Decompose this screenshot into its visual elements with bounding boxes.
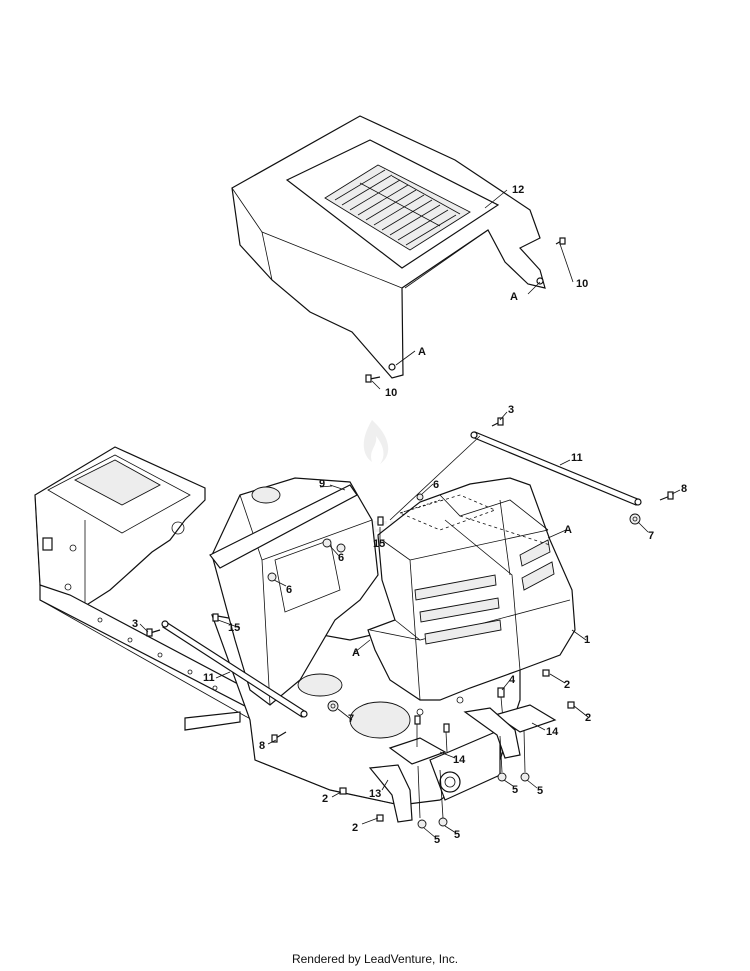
grille-slot — [419, 597, 500, 623]
nut-icon — [322, 538, 332, 548]
steering-column-hole — [251, 486, 281, 504]
bracket-13 — [368, 764, 413, 823]
bolt-icon — [271, 734, 278, 743]
callout-a: A — [510, 291, 518, 303]
bolt-icon — [497, 687, 505, 698]
callout-3: 3 — [508, 404, 514, 416]
bolt-icon — [567, 701, 575, 709]
bolt-icon — [443, 723, 450, 733]
callout-7: 7 — [348, 713, 354, 725]
callout-2: 2 — [585, 712, 591, 724]
bolt-icon — [377, 516, 384, 526]
callout-12: 12 — [512, 184, 524, 196]
support-rod-11-left — [161, 620, 308, 718]
bolt-icon — [146, 628, 153, 637]
callout-8: 8 — [681, 483, 687, 495]
nut-icon — [520, 772, 530, 782]
hardware — [146, 417, 674, 829]
callout-4: 4 — [509, 674, 516, 686]
leader-lines — [139, 411, 681, 839]
bolt-icon — [212, 613, 219, 622]
callout-10: 10 — [576, 278, 588, 290]
callout-2: 2 — [322, 793, 328, 805]
callout-11: 11 — [203, 672, 215, 684]
callout-15: 15 — [373, 538, 385, 550]
callout-7: 7 — [648, 530, 654, 542]
callout-a: A — [418, 346, 426, 358]
callout-10: 10 — [385, 387, 397, 399]
nut-icon — [497, 772, 507, 782]
callout-labels: 12 10 A A 10 3 11 8 7 9 6 A 15 6 6 1 3 1… — [132, 184, 687, 846]
bracket-13 — [463, 707, 521, 759]
callout-a: A — [564, 524, 572, 536]
callout-5: 5 — [537, 785, 543, 797]
bolt-icon — [414, 715, 421, 725]
callout-1: 1 — [584, 634, 590, 646]
nut-icon — [438, 817, 448, 827]
hood-assembly — [231, 115, 574, 390]
callout-14: 14 — [453, 754, 466, 766]
nut-icon — [327, 700, 339, 712]
bolt-icon — [497, 417, 504, 426]
nut-icon — [417, 819, 427, 829]
callout-3: 3 — [132, 618, 138, 630]
dash-panel — [209, 477, 379, 706]
front-grille-1 — [367, 477, 576, 701]
callout-6: 6 — [433, 479, 439, 491]
dash-panel-9 — [209, 484, 358, 569]
callout-13: 13 — [369, 788, 381, 800]
support-rod-11-right — [389, 431, 642, 521]
callout-2: 2 — [564, 679, 570, 691]
footer-credit: Rendered by LeadVenture, Inc. — [291, 952, 459, 966]
hood-mount-hole — [536, 277, 544, 285]
bolt-icon — [339, 787, 347, 795]
callout-2: 2 — [352, 822, 358, 834]
callout-5: 5 — [454, 829, 460, 841]
callout-6: 6 — [286, 584, 292, 596]
callout-14: 14 — [546, 726, 559, 738]
hood-mount-hole — [388, 363, 396, 371]
nut-icon — [416, 493, 424, 501]
callout-8: 8 — [259, 740, 265, 752]
hood-grille-slots — [334, 169, 461, 246]
bolt-icon — [542, 669, 550, 677]
callout-9: 9 — [319, 478, 325, 490]
callout-15: 15 — [228, 622, 240, 634]
bolt-icon — [559, 237, 566, 245]
frame-opening — [349, 701, 411, 739]
callout-5: 5 — [512, 784, 518, 796]
nut-icon — [336, 543, 346, 553]
grille-slot — [521, 561, 555, 591]
nut-icon — [629, 513, 641, 525]
bolt-icon — [667, 491, 674, 500]
frame-switch — [42, 537, 53, 551]
nut-icon — [267, 572, 277, 582]
grille-slot — [414, 574, 497, 601]
frame-holes — [97, 617, 263, 715]
bolt-icon — [365, 374, 372, 383]
plate-14 — [388, 737, 447, 765]
bolt-icon — [369, 376, 381, 380]
callout-11: 11 — [571, 452, 583, 464]
grille-slot — [424, 619, 502, 645]
callout-6: 6 — [338, 552, 344, 564]
axle-boss — [439, 771, 461, 793]
grille-slot — [519, 539, 551, 567]
callout-a: A — [352, 647, 360, 659]
callout-5: 5 — [434, 834, 440, 846]
